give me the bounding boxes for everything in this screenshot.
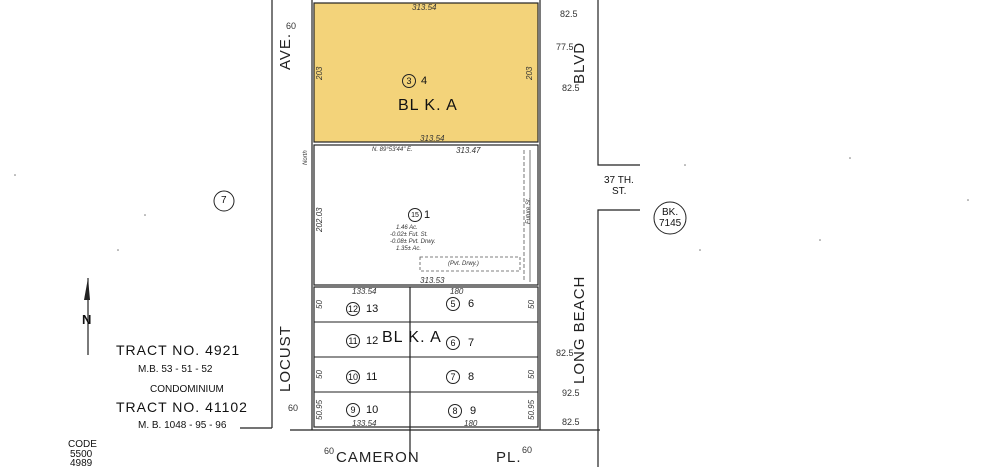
future-street-label: Future St. xyxy=(526,197,532,224)
book-reference-circle xyxy=(653,201,687,235)
private-driveway xyxy=(419,256,521,272)
street-label-long-beach: LONG BEACH xyxy=(571,275,588,384)
parcel-circle-number: 15 xyxy=(408,208,422,222)
lot-number: 7 xyxy=(468,337,475,349)
code-label: CODE xyxy=(68,439,97,450)
north-arrow-head xyxy=(84,278,90,300)
lot-dimension: 50 xyxy=(527,300,536,309)
parcel-dimension: 313.54 xyxy=(420,134,445,143)
lot-number: 12 xyxy=(366,335,379,347)
street-width: 82.5 xyxy=(562,417,580,427)
street-width: 60 xyxy=(522,445,533,455)
area-line: -0.08± Pvt. Drwy. xyxy=(390,239,436,245)
lot-dimension: 133.54 xyxy=(352,419,377,428)
area-line: 1.46 Ac. xyxy=(396,225,418,231)
lot-dimension: 50 xyxy=(315,370,324,379)
lot-dimension: 50.95 xyxy=(315,399,324,420)
parcel-circle-number: 3 xyxy=(402,74,416,88)
lot-circle-number[interactable]: 8 xyxy=(448,404,462,418)
lot-number: 13 xyxy=(366,303,379,315)
street-label-ave: AVE. xyxy=(277,32,294,70)
lot-circle-number[interactable]: 6 xyxy=(446,336,460,350)
street-width: 92.5 xyxy=(562,388,580,398)
north-arrow-label: N xyxy=(82,312,92,327)
parcel-dimension: 203 xyxy=(315,66,324,80)
lot-circle-number[interactable]: 11 xyxy=(346,334,360,348)
north-label: North xyxy=(303,150,309,165)
street-width: 60 xyxy=(324,446,335,456)
map-circle-number: 7 xyxy=(221,195,227,206)
bearing: N. 89°53'44" E. xyxy=(372,147,413,153)
street-label-cameron: CAMERON xyxy=(336,449,420,466)
parcel-dimension: 313.53 xyxy=(420,276,445,285)
lot-dimension: 50 xyxy=(527,370,536,379)
book-reference-line1: BK. xyxy=(662,207,679,218)
street-width: 60 xyxy=(288,403,299,413)
street-width: 82.5 xyxy=(562,83,580,93)
area-line: -0.02± Fut. St. xyxy=(390,232,428,238)
lot-circle-number[interactable]: 7 xyxy=(446,370,460,384)
street-width: 82.5 xyxy=(560,9,578,19)
lot-dimension: 50 xyxy=(315,300,324,309)
lot-circle-number[interactable]: 10 xyxy=(346,370,360,384)
parcel-lot-4[interactable] xyxy=(313,2,539,143)
street-label-blvd: BLVD xyxy=(571,41,588,84)
tract-map-book: M.B. 53 - 51 - 52 xyxy=(138,364,213,375)
lot-dimension: 180 xyxy=(464,419,478,428)
street-label-locust: LOCUST xyxy=(277,325,294,392)
lot-number: 6 xyxy=(468,298,475,310)
lot-circle-number[interactable]: 12 xyxy=(346,302,360,316)
street-width: 77.5 xyxy=(556,42,574,52)
lot-dimension: 133.54 xyxy=(352,287,377,296)
lot-number: 9 xyxy=(470,405,477,417)
tract-map-book-2: M. B. 1048 - 95 - 96 xyxy=(138,420,227,431)
parcel-lot-1[interactable] xyxy=(313,144,539,286)
lot-dimension: 50.95 xyxy=(527,399,536,420)
book-reference-line2: 7145 xyxy=(659,218,682,229)
code-number: 5500 xyxy=(70,449,93,460)
street-label-st: ST. xyxy=(612,186,627,197)
tract-condo: CONDOMINIUM xyxy=(150,384,224,395)
parcel-dimension: 313.54 xyxy=(412,3,437,12)
block-label: BL K. A xyxy=(382,329,442,346)
long-beach-east-line-bottom xyxy=(597,209,640,467)
parcel-dimension: 202.03 xyxy=(315,207,324,232)
parcel-dimension: 313.47 xyxy=(456,146,481,155)
lot-number: 4 xyxy=(421,75,428,87)
lot-number: 1 xyxy=(424,209,431,221)
long-beach-east-line-top xyxy=(597,0,640,166)
tract-title-2: TRACT NO. 41102 xyxy=(116,399,248,415)
lot-number: 11 xyxy=(366,371,378,383)
lot-circle-number[interactable]: 9 xyxy=(346,403,360,417)
lot-number: 8 xyxy=(468,371,475,383)
street-width: 82.5 xyxy=(556,348,574,358)
tract-title: TRACT NO. 4921 xyxy=(116,342,241,358)
map-circle xyxy=(213,190,235,212)
block-label: BL K. A xyxy=(398,97,458,114)
driveway-label: (Pvt. Drwy.) xyxy=(448,261,479,267)
street-label-pl: PL. xyxy=(496,449,522,466)
area-line: 1.35± Ac. xyxy=(396,246,422,252)
street-label-37th: 37 TH. xyxy=(604,175,634,186)
code-number: 4989 xyxy=(70,458,93,469)
lot-number: 10 xyxy=(366,404,379,416)
lot-dimension: 180 xyxy=(450,287,464,296)
street-width: 60 xyxy=(286,21,297,31)
scatter-dots xyxy=(14,157,969,251)
lot-circle-number[interactable]: 5 xyxy=(446,297,460,311)
parcel-dimension: 203 xyxy=(525,66,534,80)
